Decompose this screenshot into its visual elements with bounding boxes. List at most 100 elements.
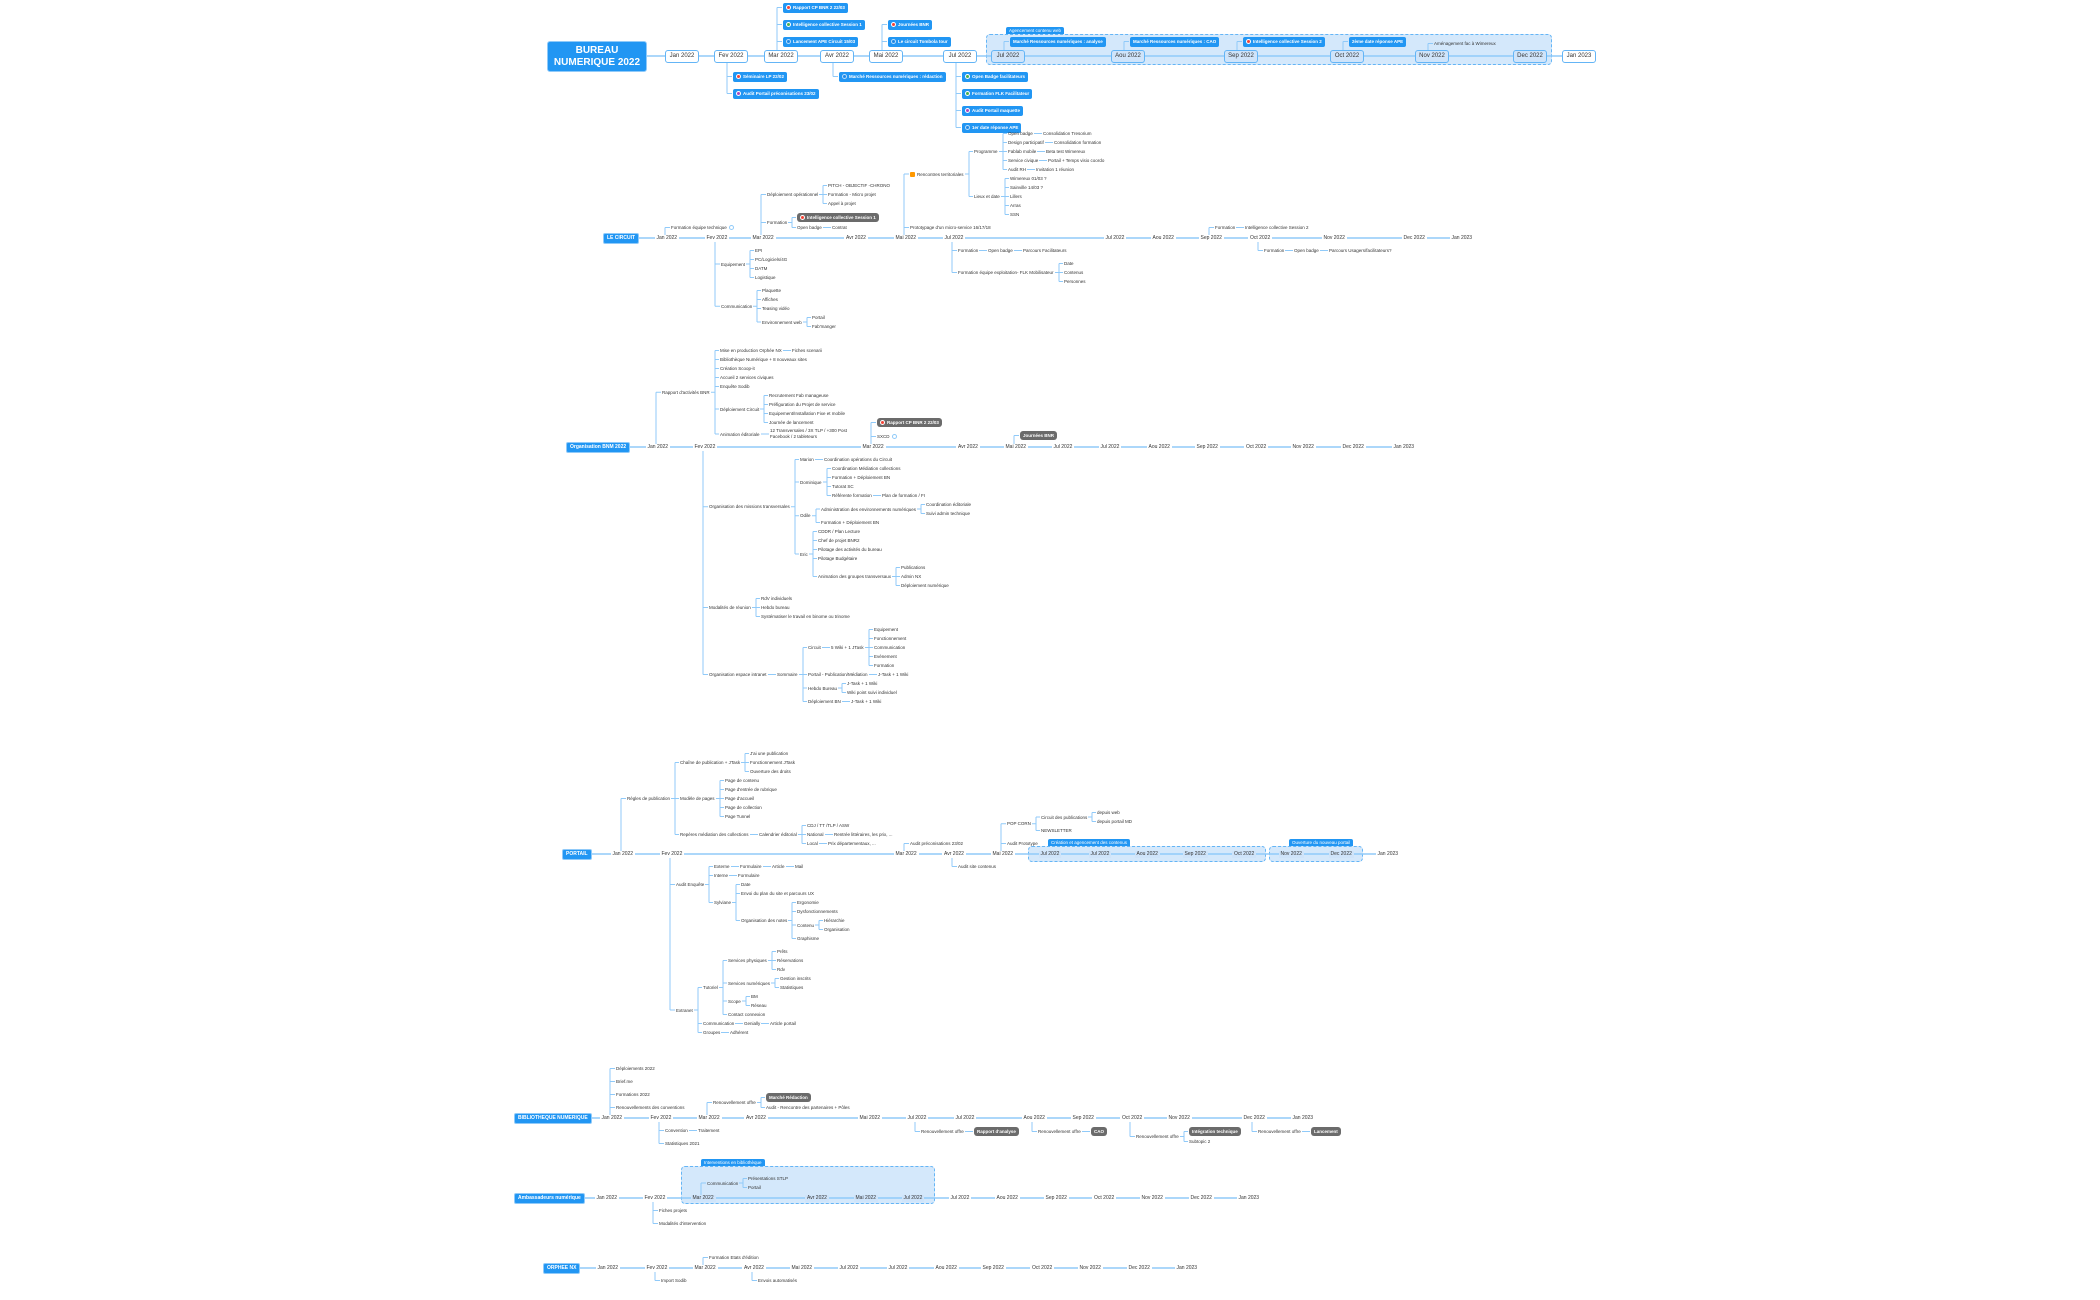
topic[interactable]: Formation [1215,224,1235,231]
topic[interactable]: Marion [800,456,814,463]
topic[interactable]: Hebdo bureau [761,604,790,611]
topic[interactable]: Portail - Publication/Médiation [808,671,868,678]
timeline-month[interactable]: Jul 2022 [943,49,977,63]
topic[interactable]: Renouvellement offre [1136,1133,1179,1140]
topic[interactable]: Portail + Temps visio coordo [1048,157,1104,164]
timeline-month[interactable]: Jul 2022 [1088,850,1112,858]
topic[interactable]: Mise en production Orphée NX [720,347,782,354]
topic[interactable]: Open badge [988,247,1013,254]
topic[interactable]: Evènement [874,653,897,660]
milestone-topic[interactable]: Intelligence collective Session 1 [797,213,879,222]
topic[interactable]: Equipement [721,261,745,268]
topic[interactable]: Envois automatisés [758,1277,797,1284]
timeline-month[interactable]: Oct 2022 [1092,1194,1117,1202]
topic[interactable]: Page de contenu [725,777,759,784]
topic[interactable]: Lillers [1010,193,1022,200]
milestone-topic[interactable]: Journées BNR [888,19,933,30]
topic[interactable]: Fiches projets [659,1207,687,1214]
topic[interactable]: POP CORN [1007,820,1031,827]
topic[interactable]: Wimereux 01/03 ? [1010,175,1047,182]
timeline-month[interactable]: Aou 2022 [1150,234,1176,242]
topic[interactable]: Réservations [777,957,803,964]
topic[interactable]: Groupes [703,1029,720,1036]
topic[interactable]: Contrat [832,224,847,231]
topic[interactable]: Import Sodib [661,1277,687,1284]
topic[interactable]: Consolidation formation [1054,139,1101,146]
timeline-month[interactable]: Oct 2022 [1120,1114,1145,1122]
topic[interactable]: Date [741,881,751,888]
milestone-topic[interactable]: Lancement APE Circuit 15/03 [783,36,859,47]
topic[interactable]: Article [772,863,785,870]
topic[interactable]: Lieux et date [974,193,1000,200]
milestone-topic[interactable]: Marché Ressources numériques : rédaction [839,71,946,82]
timeline-month[interactable]: Fev 2022 [714,49,748,63]
timeline-month[interactable]: Mai 2022 [869,49,903,63]
topic[interactable]: Ouverture des droits [750,768,791,775]
milestone-topic[interactable]: Open Badge facilitateurs [962,71,1029,82]
topic[interactable]: Subtopic 2 [1189,1138,1210,1145]
topic[interactable]: Contenus [1064,269,1083,276]
topic[interactable]: Administration des environnements numéri… [821,506,916,513]
milestone-topic[interactable]: Intelligence collective Session 2 [1243,36,1325,47]
topic[interactable]: Organisation des missions transversales [709,503,790,510]
timeline-month[interactable]: Jul 2022 [991,49,1025,63]
topic[interactable]: Logistique [755,274,776,281]
topic[interactable]: depuis web [1097,809,1120,816]
timeline-month[interactable]: Jan 2022 [599,1114,625,1122]
topic[interactable]: Communication [703,1020,734,1027]
timeline-month[interactable]: Jul 2022 [942,234,966,242]
topic[interactable]: Renouvellements des conventions [616,1104,685,1111]
topic[interactable]: Fonctionnement JTask [750,759,795,766]
topic[interactable]: Renouvellement offre [921,1128,964,1135]
timeline-month[interactable]: Jul 2022 [1103,234,1127,242]
topic[interactable]: Communication [721,303,752,310]
timeline-month[interactable]: Nov 2022 [1278,850,1304,858]
topic[interactable]: CDDR / Plan Lecture [818,528,860,535]
timeline-month[interactable]: Nov 2022 [1415,49,1449,63]
topic[interactable]: Audit Prototype [1007,840,1038,847]
topic[interactable]: Formation équipe exploitation- FLK Mobil… [958,269,1054,276]
central-topic[interactable]: Organisation BNM 2022 [566,441,631,453]
timeline-month[interactable]: Sep 2022 [1182,850,1208,858]
timeline-month[interactable]: Jul 2022 [1051,443,1075,451]
timeline-month[interactable]: Jan 2023 [1236,1194,1262,1202]
milestone-topic[interactable]: Marché Rédaction [766,1093,811,1102]
topic[interactable]: Eric [800,551,808,558]
timeline-month[interactable]: Avr 2022 [942,850,966,858]
topic[interactable]: Modèle de pages [680,795,715,802]
timeline-month[interactable]: Aou 2022 [1146,443,1172,451]
timeline-month[interactable]: Sep 2022 [980,1264,1006,1272]
topic[interactable]: Communication [707,1180,738,1187]
topic[interactable]: Plaquette [762,287,781,294]
topic[interactable]: Page d'entrée de rubrique [725,786,777,793]
topic[interactable]: Formation [1264,247,1284,254]
topic[interactable]: Contenu [797,922,814,929]
topic[interactable]: Coordination Médiation collections [832,465,901,472]
topic[interactable]: 12 Transversales / 3X TLP / +300 Post Fa… [770,428,850,440]
topic[interactable]: Publications [901,564,925,571]
topic[interactable]: Envoi du plan du site et parcours UX [741,890,814,897]
topic[interactable]: Déploiement Circuit [720,406,759,413]
topic[interactable]: Journée de lancement [769,419,814,426]
topic[interactable]: PITCH - OBJECTIF -CHRONO [828,182,890,189]
timeline-month[interactable]: Aou 2022 [933,1264,959,1272]
timeline-month[interactable]: Dec 2022 [1188,1194,1214,1202]
topic[interactable]: Calendrier éditorial [759,831,797,838]
milestone-topic[interactable]: 2ème date réponse APE [1349,36,1407,47]
timeline-month[interactable]: Oct 2022 [1248,234,1273,242]
topic[interactable]: Extranet [676,1007,693,1014]
timeline-month[interactable]: Mar 2022 [893,850,919,858]
boundary-label[interactable]: Agencement contenu web [1006,27,1065,34]
timeline-month[interactable]: Jan 2022 [645,443,671,451]
timeline-month[interactable]: Avr 2022 [956,443,980,451]
topic[interactable]: Fiches scenarii [792,347,822,354]
topic[interactable]: Formations 2022 [616,1091,650,1098]
timeline-month[interactable]: Mar 2022 [696,1114,722,1122]
milestone-topic[interactable]: Rapport d'analyse [974,1127,1019,1136]
timeline-month[interactable]: Dec 2022 [1401,234,1427,242]
topic[interactable]: Renouvellement offre [713,1099,756,1106]
timeline-month[interactable]: Avr 2022 [744,1114,768,1122]
topic[interactable]: Référente formation [832,492,872,499]
topic[interactable]: 5 Wiki + 1 JTask [831,644,864,651]
timeline-month[interactable]: Jul 2022 [837,1264,861,1272]
